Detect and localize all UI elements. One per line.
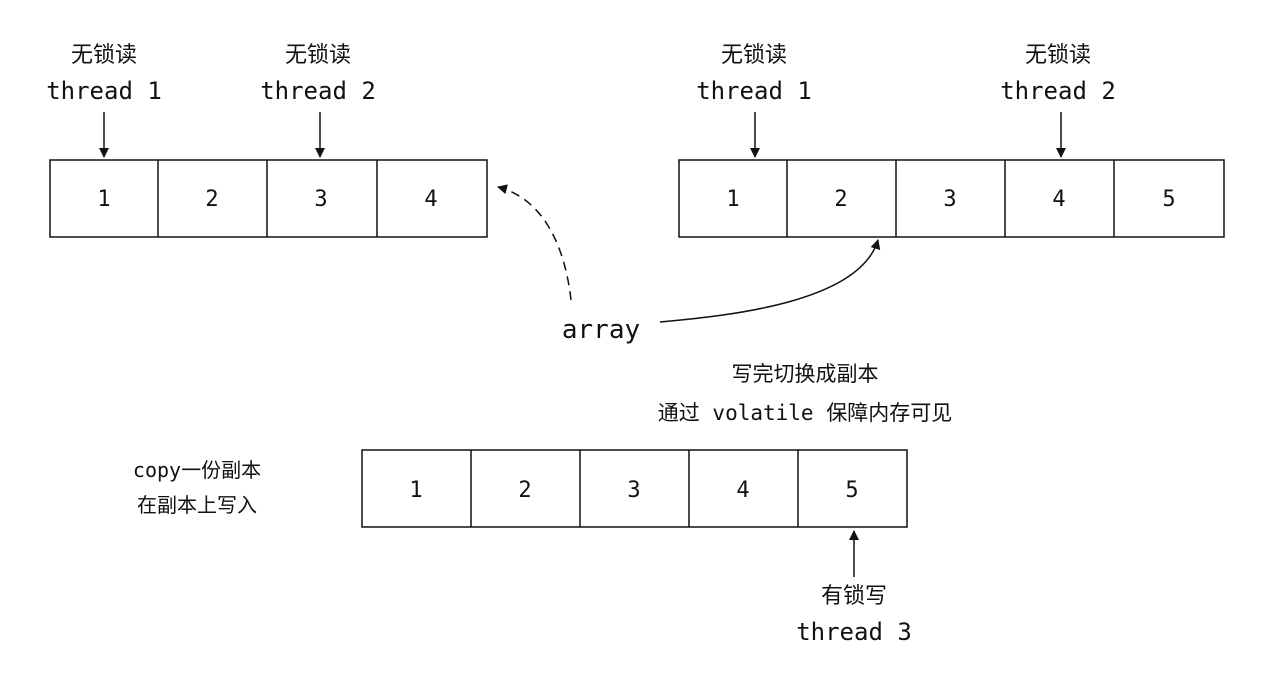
copy-array: 1 2 3 4 5	[361, 449, 908, 528]
locked-write-label: 有锁写	[821, 584, 887, 609]
old-array-cell: 4	[424, 187, 437, 212]
copy-array-cell: 5	[845, 478, 858, 503]
thread-label: thread 2	[1000, 77, 1116, 105]
old-reader-1: 无锁读 thread 1	[46, 43, 162, 158]
lock-free-read-label: 无锁读	[285, 43, 351, 68]
new-array: 1 2 3 4 5	[678, 159, 1225, 238]
copy-array-cell: 4	[736, 478, 749, 503]
copy-array-cell: 2	[518, 478, 531, 503]
writer-thread: 有锁写 thread 3	[796, 530, 912, 646]
old-array: 1 2 3 4	[49, 159, 488, 238]
old-reader-2: 无锁读 thread 2	[260, 43, 376, 158]
copy-array-cell: 3	[627, 478, 640, 503]
new-reference-arrow	[659, 239, 881, 323]
old-reference-dashed-arrow	[497, 184, 572, 301]
new-array-cell: 2	[834, 187, 847, 212]
new-array-cell: 4	[1052, 187, 1065, 212]
switch-note-line2: 通过 volatile 保障内存可见	[658, 401, 952, 425]
array-reference-label: array	[562, 315, 640, 345]
copy-note-line1: copy一份副本	[133, 458, 261, 482]
old-array-frame	[49, 159, 488, 238]
new-array-frame	[678, 159, 1225, 238]
new-array-cell: 5	[1162, 187, 1175, 212]
new-array-cell: 3	[943, 187, 956, 212]
thread-label: thread 3	[796, 618, 912, 646]
switch-note-line1: 写完切换成副本	[732, 362, 879, 386]
thread-label: thread 1	[46, 77, 162, 105]
lock-free-read-label: 无锁读	[721, 43, 787, 68]
new-reader-1: 无锁读 thread 1	[696, 43, 812, 158]
new-array-cell: 1	[726, 187, 739, 212]
lock-free-read-label: 无锁读	[1025, 43, 1091, 68]
new-reader-2: 无锁读 thread 2	[1000, 43, 1116, 158]
copy-array-cell: 1	[409, 478, 422, 503]
old-array-cell: 1	[97, 187, 110, 212]
old-array-cell: 2	[205, 187, 218, 212]
old-array-cell: 3	[314, 187, 327, 212]
thread-label: thread 1	[696, 77, 812, 105]
copy-array-frame	[361, 449, 908, 528]
lock-free-read-label: 无锁读	[71, 43, 137, 68]
thread-label: thread 2	[260, 77, 376, 105]
copy-note-line2: 在副本上写入	[137, 493, 257, 517]
